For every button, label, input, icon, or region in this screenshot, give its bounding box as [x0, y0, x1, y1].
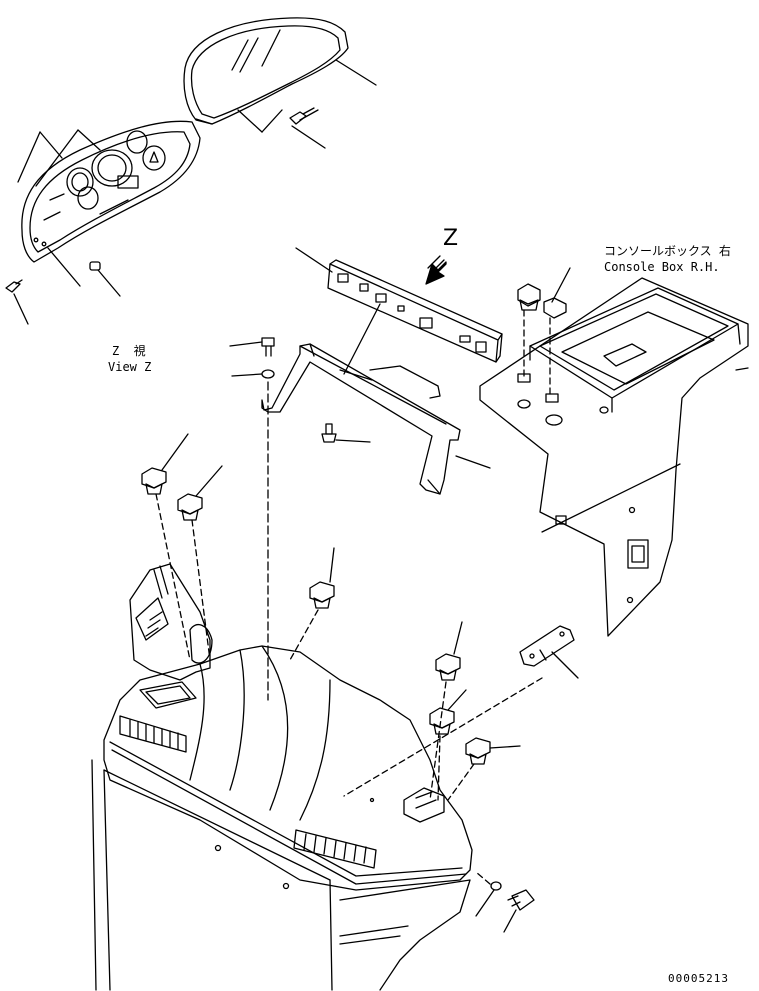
center-line	[476, 872, 490, 884]
leader-line	[262, 110, 282, 132]
bolt	[508, 890, 534, 910]
leader-line	[344, 304, 380, 374]
instrument-cluster	[22, 121, 200, 262]
leader-line	[448, 690, 466, 710]
leader-line	[14, 294, 28, 324]
screw	[322, 424, 336, 442]
leader-line	[78, 130, 100, 150]
leader-line	[504, 910, 516, 932]
bracket	[262, 344, 460, 494]
leader-line	[36, 130, 78, 186]
center-line	[156, 494, 190, 660]
leader-line	[490, 746, 520, 748]
washer	[491, 882, 501, 890]
plate	[520, 626, 574, 666]
leader-line	[456, 456, 490, 468]
leader-line	[336, 440, 370, 442]
center-line	[448, 764, 474, 800]
bolt	[262, 338, 274, 356]
cap	[430, 708, 454, 734]
leader-line	[40, 132, 62, 158]
center-line	[192, 520, 210, 660]
center-line	[344, 678, 542, 796]
console-box-label-en: Console Box R.H.	[604, 260, 720, 274]
switch-panel	[328, 260, 502, 362]
leader-line	[476, 890, 494, 916]
leader-line	[232, 374, 262, 376]
view-z-label-en: View Z	[108, 360, 152, 374]
leader-line	[336, 60, 376, 85]
cap	[466, 738, 490, 764]
cap	[142, 468, 166, 494]
console-box-label-jp: コンソールボックス 右	[604, 244, 731, 258]
leader-line	[48, 248, 80, 286]
leader-line	[18, 132, 40, 182]
drawing-number: 00005213	[668, 972, 729, 985]
dash-panel	[92, 564, 472, 990]
leader-line	[454, 622, 462, 654]
washer	[262, 370, 274, 378]
leader-line	[552, 268, 570, 302]
leader-line	[162, 434, 188, 470]
leader-line	[238, 110, 262, 132]
cap	[178, 494, 202, 520]
leader-line	[292, 126, 325, 148]
center-line	[430, 682, 446, 800]
center-line	[290, 610, 318, 660]
gauge-cover	[184, 18, 348, 124]
leader-line	[552, 652, 578, 678]
leader-line	[330, 548, 334, 582]
clip	[90, 262, 100, 270]
leader-line	[196, 466, 222, 496]
leader-line	[296, 248, 332, 272]
cap	[436, 654, 460, 680]
view-arrow	[426, 256, 446, 284]
console-box	[480, 278, 748, 636]
screw	[290, 108, 318, 124]
view-z-label-jp: Z 視	[112, 344, 146, 358]
center-line	[438, 736, 440, 800]
leader-line	[230, 342, 262, 346]
view-letter: Z	[443, 226, 459, 251]
leader-line	[98, 270, 120, 296]
cap	[518, 284, 566, 318]
cap	[310, 582, 334, 608]
screw	[6, 280, 22, 292]
